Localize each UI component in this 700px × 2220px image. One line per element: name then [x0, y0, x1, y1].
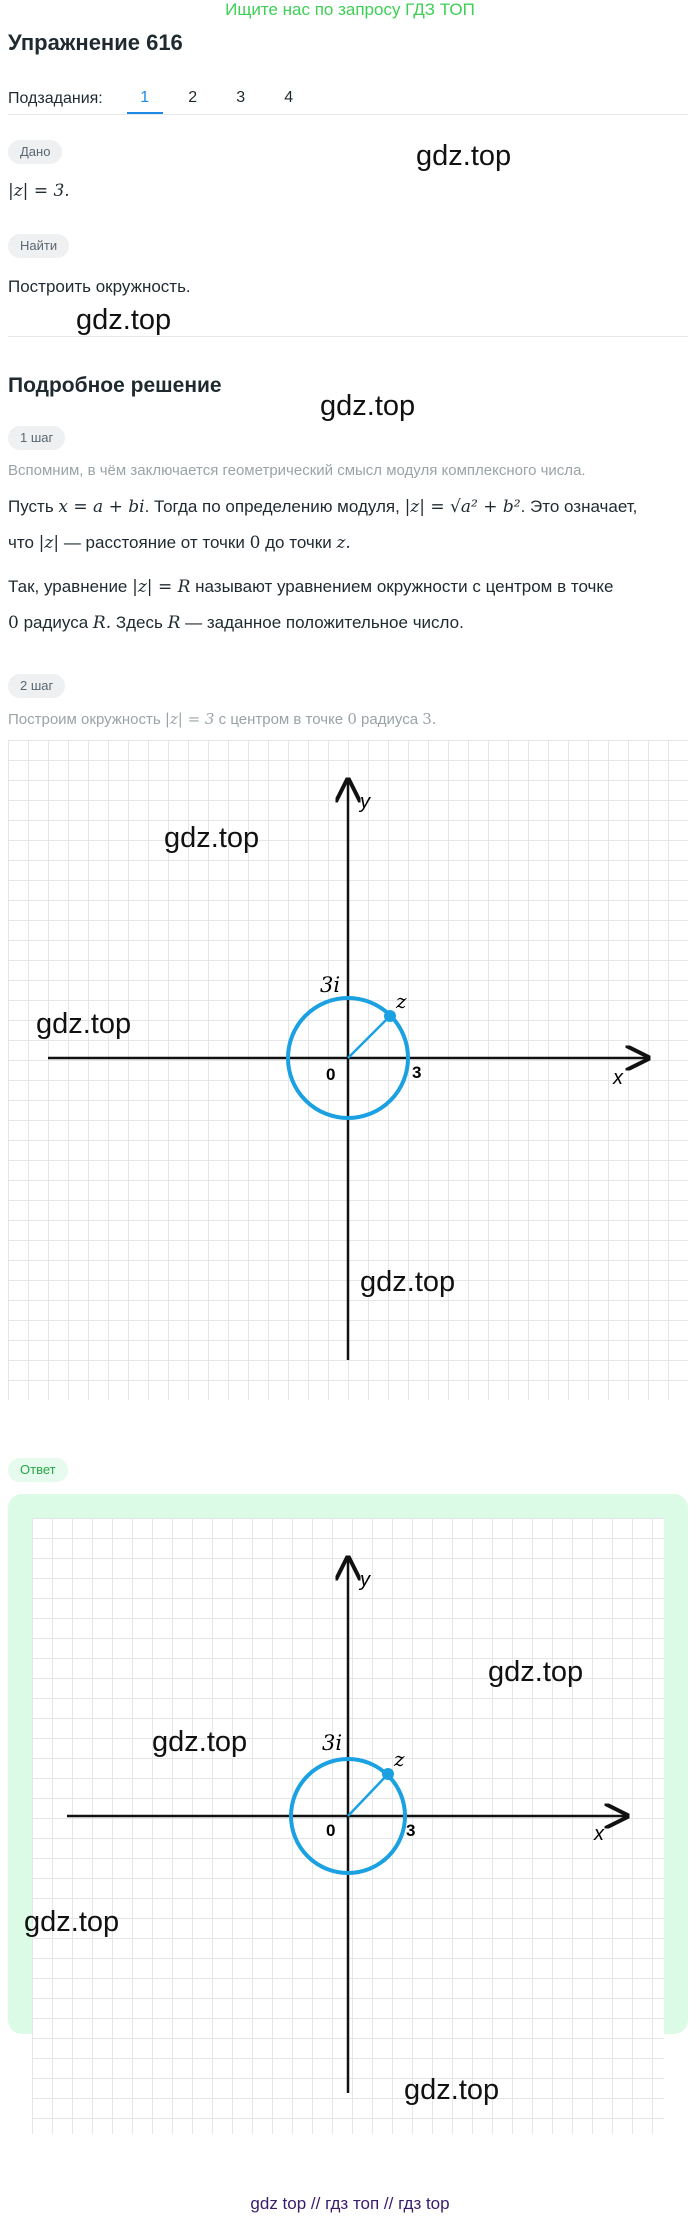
answer-badge: Ответ — [8, 1458, 68, 1482]
watermark: gdz.top — [24, 1906, 120, 1938]
watermark: gdz.top — [76, 304, 172, 336]
answer-origin-label: 0 — [326, 1821, 335, 1840]
given-expression: |z| = 3. — [8, 181, 70, 201]
watermark: gdz.top — [164, 822, 260, 854]
step-2-hint: Построим окружность |z| = 3 с центром в … — [8, 710, 437, 728]
watermark: gdz.top — [416, 140, 512, 172]
answer-z-label: z — [393, 1747, 405, 1771]
step-1-line-1: Пусть x = a + bi. Тогда по определению м… — [8, 497, 638, 517]
find-text: Построить окружность. — [8, 277, 191, 296]
z-label: z — [395, 989, 407, 1013]
radius-segment — [347, 1015, 391, 1059]
radius-tick-label: 3 — [412, 1063, 421, 1082]
y-axis-label: y — [358, 791, 371, 813]
search-banner: Ищите нас по запросу ГДЗ ТОП — [225, 0, 475, 19]
answer-y-axis-label: y — [358, 1569, 371, 1591]
watermark: gdz.top — [320, 390, 416, 422]
watermark: gdz.top — [152, 1726, 248, 1758]
step-1-badge: 1 шаг — [8, 426, 66, 450]
tab-subtask-3[interactable]: 3 — [236, 89, 246, 106]
answer-radius-tick-label: 3 — [406, 1821, 415, 1840]
answer-x-axis-label: x — [593, 1823, 605, 1845]
answer-radius-segment — [347, 1773, 389, 1817]
watermark: gdz.top — [404, 2074, 500, 2106]
step-1-line-3: Так, уравнение |z| = R называют уравнени… — [8, 577, 614, 597]
tab-subtask-1[interactable]: 1 — [121, 84, 169, 114]
divider — [8, 114, 688, 115]
origin-label: 0 — [326, 1065, 335, 1084]
watermark: gdz.top — [360, 1266, 456, 1298]
x-axis-label: x — [612, 1067, 624, 1089]
step-1-hint: Вспомним, в чём заключается геометрическ… — [8, 462, 586, 479]
point-z — [384, 1010, 396, 1022]
tab-subtask-4[interactable]: 4 — [284, 89, 294, 106]
circle-radius-3 — [286, 996, 410, 1120]
page-title: Упражнение 616 — [8, 30, 183, 55]
complex-plane-graph: y x 0 3 3i z — [48, 740, 688, 1360]
answer-circle-radius-3 — [289, 1757, 407, 1875]
subtask-tabs: Подзадания: 1 2 3 4 — [8, 84, 688, 114]
imag-tick-label: 3i — [320, 973, 340, 997]
answer-imag-tick-label: 3i — [322, 1731, 342, 1755]
tab-subtask-2[interactable]: 2 — [188, 89, 198, 106]
divider — [8, 336, 688, 337]
subtasks-label: Подзадания: — [8, 90, 103, 107]
step-1-line-4: 0 радиуса R. Здесь R — заданное положите… — [8, 613, 464, 633]
watermark: gdz.top — [488, 1656, 584, 1688]
solution-title: Подробное решение — [8, 374, 222, 397]
footer-links[interactable]: gdz top // гдз топ // гдз top — [250, 2194, 450, 2213]
watermark: gdz.top — [36, 1008, 132, 1040]
answer-complex-plane-graph: y x 0 3 3i z — [67, 1518, 664, 2093]
step-2-badge: 2 шаг — [8, 674, 66, 698]
step-1-line-2: что |z| — расстояние от точки 0 до точки… — [8, 533, 351, 553]
find-badge: Найти — [8, 234, 70, 258]
answer-point-z — [382, 1768, 394, 1780]
given-badge: Дано — [8, 140, 63, 164]
